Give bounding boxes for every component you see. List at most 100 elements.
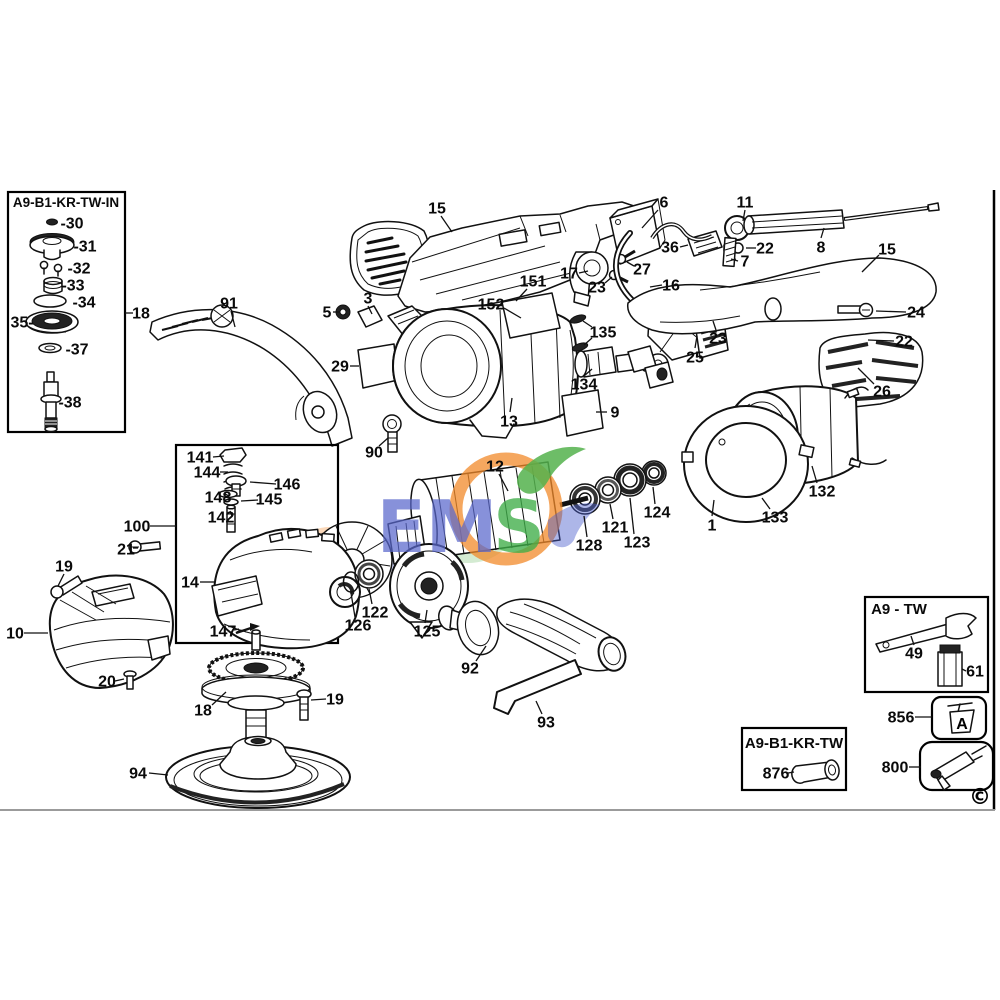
part-label-23: 23 — [709, 331, 727, 348]
part-label-1: 1 — [708, 518, 717, 535]
part-label-856: 856 — [888, 710, 915, 727]
leader-line-123 — [629, 497, 635, 535]
part-label-22: 22 — [756, 241, 774, 258]
leader-line-13 — [509, 397, 513, 413]
leader-line-49 — [910, 635, 915, 646]
part-label-35: 35- — [10, 315, 33, 332]
inset-box-a9b1krtw: A9-B1-KR-TW — [740, 726, 848, 792]
part-11-cord-set — [650, 202, 940, 242]
leader-line-19 — [57, 573, 65, 587]
part-label-93: 93 — [537, 715, 555, 732]
leader-line-152 — [503, 307, 522, 319]
part-label-7: 7 — [741, 254, 750, 271]
part-7-brush — [722, 236, 737, 268]
part-label-147: 147 — [210, 624, 237, 641]
part-5-grommet — [335, 304, 351, 320]
part-17-end-bracket — [569, 251, 609, 307]
part-label-121: 121 — [602, 520, 629, 537]
svg-text:A: A — [956, 716, 968, 733]
part-label-49: 49 — [905, 646, 923, 663]
part-label-14: 14 — [181, 575, 199, 592]
part-92-side-handle — [438, 598, 627, 672]
leader-line-142 — [229, 510, 233, 517]
part-6-capacitor — [609, 198, 666, 265]
leader-line-135 — [583, 337, 593, 346]
leader-line-147 — [233, 628, 240, 631]
part-label-123: 123 — [624, 535, 651, 552]
leader-line-7 — [730, 258, 739, 262]
chamfer-tool-icon: A — [947, 702, 975, 734]
leader-line-22 — [867, 339, 895, 342]
part-19-screw-bottom — [296, 689, 312, 721]
part-label-135: 135 — [590, 325, 617, 342]
part-label-33: -33 — [61, 278, 84, 295]
part-label-142: 142 — [208, 510, 235, 527]
part-label-124: 124 — [644, 505, 671, 522]
part-label-134: 134 — [571, 377, 598, 394]
part-94-backing-pad — [165, 735, 351, 809]
leader-line-141 — [212, 455, 225, 458]
part-label-125: 125 — [414, 624, 441, 641]
part-label-146: 146 — [274, 477, 301, 494]
leader-line-24 — [875, 310, 907, 313]
leader-line-876 — [787, 771, 795, 774]
part-126-oring — [342, 571, 360, 593]
leader-line-26 — [857, 367, 875, 385]
part-21-screw — [128, 540, 162, 554]
leader-line-125 — [424, 609, 428, 624]
part-35-clamp-nut — [25, 310, 79, 334]
part-label-141: 141 — [187, 450, 214, 467]
leader-line-132 — [811, 465, 818, 484]
part-label-151: 151 — [520, 274, 547, 291]
part-label-12: 12 — [486, 459, 504, 476]
part-label-31: -31 — [73, 239, 96, 256]
part-34-oring — [33, 294, 67, 308]
part-31-pad — [29, 233, 75, 261]
leader-line-3 — [367, 305, 373, 315]
part-label-144: 144 — [194, 465, 221, 482]
leader-line-126 — [350, 592, 356, 618]
leader-line-91 — [230, 310, 236, 328]
part-151-label-sheet — [501, 292, 561, 339]
part-label-25: 25 — [686, 350, 704, 367]
inset-box-in: A9-B1-KR-TW-IN — [6, 190, 127, 434]
part-label-18: 18 — [194, 703, 212, 720]
part-20-screw — [123, 670, 137, 690]
leader-line-15 — [861, 254, 880, 273]
part-label-29: 29 — [331, 359, 349, 376]
leader-line-18 — [211, 691, 227, 706]
part-label-5: 5 — [323, 305, 332, 322]
part-label-876: 876 — [763, 766, 790, 783]
part-9-label-sheet — [561, 389, 604, 437]
part-label-36: 36 — [661, 240, 679, 257]
part-label-90: 90 — [365, 445, 383, 462]
part-label-92: 92 — [461, 661, 479, 678]
part-33-cup — [43, 276, 63, 295]
part-61-grease-tube — [937, 644, 963, 687]
part-label-23: 23 — [588, 280, 606, 297]
part-142-pin — [226, 504, 236, 533]
part-36-plate — [687, 230, 723, 257]
part-10-brush-cover — [48, 574, 174, 689]
leader-line-122 — [368, 588, 373, 605]
part-24-screw — [837, 302, 874, 318]
part-label-16: 16 — [662, 278, 680, 295]
part-label-145: 145 — [256, 492, 283, 509]
leader-line-135 — [582, 320, 593, 328]
part-label-38: -38 — [58, 395, 81, 412]
leader-line-36 — [679, 244, 689, 248]
part-label-24: 24 — [907, 305, 925, 322]
part-label-128: 128 — [576, 538, 603, 555]
leader-line-90 — [378, 437, 389, 447]
part-label-18: 18 — [132, 306, 150, 323]
leader-line-17 — [578, 270, 589, 274]
a9tw-title: A9 - TW — [871, 601, 928, 618]
part-147-arrow — [235, 623, 260, 635]
part-label-132: 132 — [809, 484, 836, 501]
part-label-21: 21 — [117, 542, 135, 559]
part-135-clips — [569, 314, 589, 352]
part-label-13: 13 — [500, 414, 518, 431]
part-148-washer — [218, 489, 238, 499]
